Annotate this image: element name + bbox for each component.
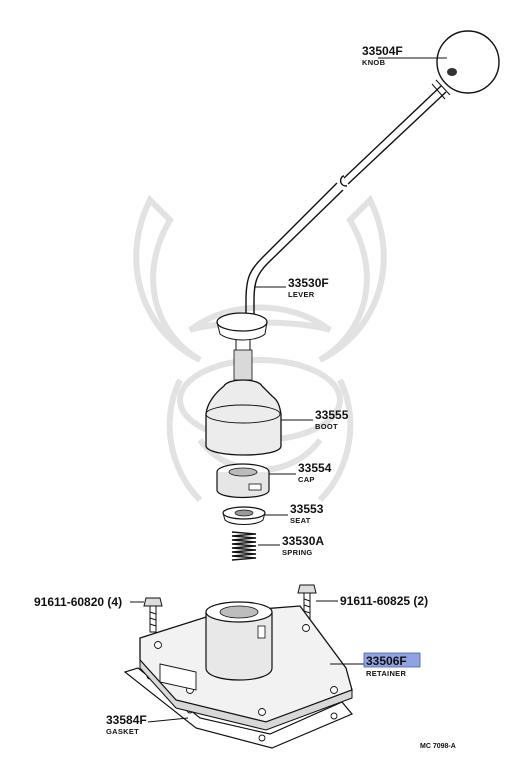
cap-part[interactable]: [216, 463, 296, 499]
retainer-label[interactable]: 33506F RETAINER: [363, 652, 421, 678]
knob-label: 33504F KNOB: [362, 44, 403, 67]
bolt-right-label: 91611-60825 (2): [340, 594, 428, 608]
bolt-left-part[interactable]: [130, 597, 163, 633]
retainer-highlight: [363, 652, 421, 668]
seat-label: 33553 SEAT: [290, 502, 324, 525]
svg-text:33530F: 33530F: [288, 276, 329, 290]
spring-label: 33530A SPRING: [282, 534, 324, 557]
lever-label: 33530F LEVER: [288, 276, 329, 299]
svg-text:33504F: 33504F: [362, 44, 403, 58]
spring-part[interactable]: [231, 531, 280, 561]
boot-part[interactable]: [205, 379, 313, 456]
seat-part[interactable]: [222, 506, 288, 525]
svg-text:33584F: 33584F: [106, 713, 147, 727]
svg-text:SEAT: SEAT: [290, 516, 311, 525]
svg-text:LEVER: LEVER: [288, 290, 315, 299]
lever-part[interactable]: [216, 79, 451, 382]
svg-text:CAP: CAP: [298, 475, 315, 484]
cap-label: 33554 CAP: [298, 461, 332, 484]
svg-text:33555: 33555: [315, 408, 349, 422]
svg-text:KNOB: KNOB: [362, 58, 386, 67]
svg-text:33554: 33554: [298, 461, 332, 475]
svg-text:91611-60825 (2): 91611-60825 (2): [340, 594, 428, 608]
svg-text:GASKET: GASKET: [106, 727, 139, 736]
boot-label: 33555 BOOT: [315, 408, 349, 431]
watermark-emblem: [133, 194, 387, 503]
svg-text:RETAINER: RETAINER: [366, 669, 406, 678]
svg-text:33506F: 33506F: [366, 654, 407, 668]
svg-text:BOOT: BOOT: [315, 422, 338, 431]
svg-text:33530A: 33530A: [282, 534, 324, 548]
diagram-ref: MC 7098-A: [420, 743, 456, 750]
retainer-part[interactable]: [139, 601, 364, 731]
bolt-left-label: 91611-60820 (4): [34, 595, 122, 609]
svg-text:91611-60820 (4): 91611-60820 (4): [34, 595, 122, 609]
svg-text:33553: 33553: [290, 502, 324, 516]
svg-text:SPRING: SPRING: [282, 548, 313, 557]
knob-part[interactable]: [378, 30, 500, 94]
gasket-label: 33584F GASKET: [106, 713, 147, 736]
